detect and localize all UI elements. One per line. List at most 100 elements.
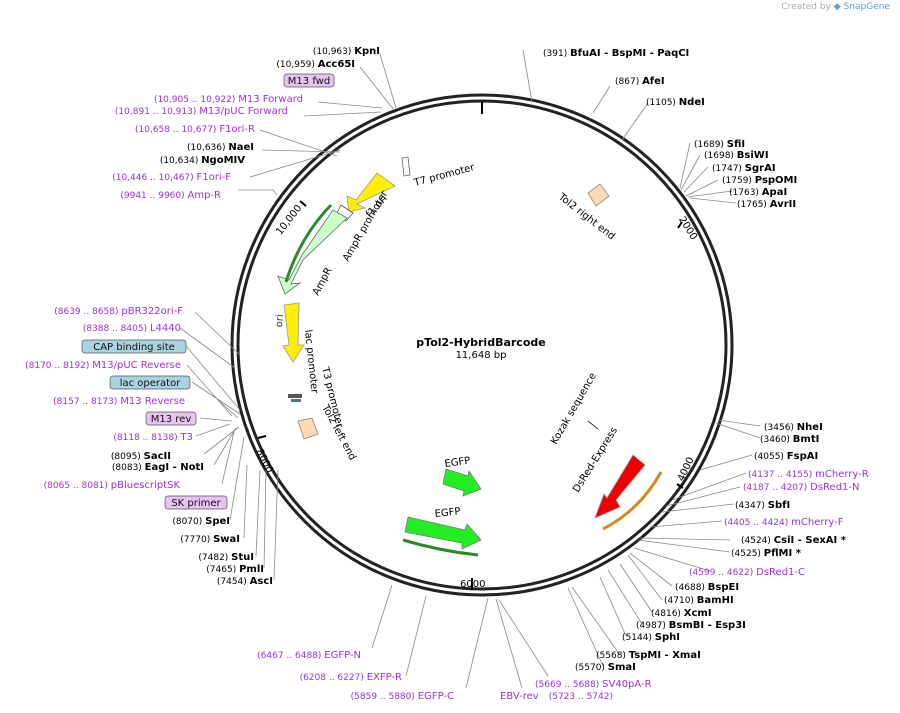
- map-label-m13-fwd[interactable]: M13 fwd: [283, 73, 335, 88]
- ori-arrow[interactable]: [282, 302, 305, 363]
- f1-ori-arrow[interactable]: [346, 172, 396, 213]
- ampr-arrow[interactable]: [277, 209, 348, 295]
- map-label-lac-operator[interactable]: lac operator: [109, 375, 191, 390]
- label-text: SK primer: [171, 498, 221, 509]
- map-label-swai[interactable]: (7770) SwaI: [180, 534, 240, 545]
- map-label-tspmi[interactable]: (5568) TspMI - XmaI: [596, 650, 701, 661]
- label-box: [164, 495, 228, 510]
- map-label-naei[interactable]: (10,636) NaeI: [187, 142, 254, 153]
- label-text: (3460) BmtI: [760, 434, 819, 445]
- map-label-pbluescriptsk[interactable]: (8065 .. 8081) pBluescriptSK: [44, 480, 181, 491]
- map-label-xcmi[interactable]: (4816) XcmI: [651, 608, 712, 619]
- egfp-arrow-2[interactable]: [404, 516, 482, 550]
- map-label-t3[interactable]: (8118 .. 8138) T3: [113, 432, 193, 443]
- label-text: (1747) SgrAI: [712, 163, 776, 174]
- map-label-pflmi[interactable]: (4525) PflMI *: [731, 548, 802, 559]
- map-label-nhei[interactable]: (3456) NheI: [764, 422, 823, 433]
- map-label-amp-r[interactable]: (9941 .. 9960) Amp-R: [120, 190, 221, 201]
- label-text: (7454) AscI: [217, 576, 273, 587]
- map-label-ngomiv[interactable]: (10,634) NgoMIV: [160, 155, 245, 166]
- map-label-pspomi[interactable]: (1759) PspOMI: [722, 175, 797, 186]
- map-label-cap-binding-site[interactable]: CAP binding site: [81, 339, 187, 354]
- label-text: (1689) SfiI: [694, 139, 745, 150]
- feature-ampr: AmpR: [311, 266, 335, 298]
- map-label-m13-puc-forward[interactable]: (10,891 .. 10,913) M13/pUC Forward: [115, 106, 288, 117]
- label-text: (8639 .. 8658) pBR322ori-F: [54, 306, 183, 317]
- map-label-sphi[interactable]: (5144) SphI: [622, 632, 680, 643]
- map-label-bspei[interactable]: (4688) BspEI: [675, 582, 739, 593]
- map-label-bsmbi[interactable]: (4987) BsmBI - Esp3I: [636, 620, 746, 631]
- map-label-eagi[interactable]: (8083) EagI - NotI: [112, 462, 204, 473]
- map-label-f1ori-r[interactable]: (10,658 .. 10,677) F1ori-R: [135, 124, 255, 135]
- label-text: (4688) BspEI: [675, 582, 739, 593]
- map-label-avrii[interactable]: (1765) AvrII: [737, 199, 796, 210]
- map-label-egfp-c[interactable]: (5859 .. 5880) EGFP-C: [351, 691, 454, 702]
- map-label-sgrai[interactable]: (1747) SgrAI: [712, 163, 776, 174]
- label-text: (1763) ApaI: [729, 187, 787, 198]
- map-label-egfp-n[interactable]: (6467 .. 6488) EGFP-N: [257, 650, 361, 661]
- map-label-fspai[interactable]: (4055) FspAI: [754, 451, 818, 462]
- map-label-mcherry-r[interactable]: (4137 .. 4155) mCherry-R: [748, 469, 869, 480]
- feature-lac-promoter: lac promoter: [302, 329, 320, 395]
- map-label-acc65i[interactable]: (10,959) Acc65I: [276, 59, 355, 70]
- label-text: (10,446 .. 10,467) F1ori-F: [112, 172, 231, 183]
- map-label-m13-reverse[interactable]: (8157 .. 8173) M13 Reverse: [53, 396, 185, 407]
- map-label-asci[interactable]: (7454) AscI: [217, 576, 273, 587]
- label-box: [109, 375, 191, 390]
- map-label-sbfi[interactable]: (4347) SbfI: [735, 500, 790, 511]
- label-text: (1765) AvrII: [737, 199, 796, 210]
- map-label-bsiwi[interactable]: (1698) BsiWI: [704, 150, 769, 161]
- map-label-bfuai[interactable]: (391) BfuAI - BspMI - PaqCI: [543, 48, 689, 59]
- map-label-f1ori-f[interactable]: (10,446 .. 10,467) F1ori-F: [112, 172, 231, 183]
- map-label-m13-rev[interactable]: M13 rev: [145, 411, 197, 426]
- map-label-m13-puc-reverse[interactable]: (8170 .. 8192) M13/pUC Reverse: [25, 360, 181, 371]
- map-label-afei[interactable]: (867) AfeI: [615, 76, 665, 87]
- map-label-bmti[interactable]: (3460) BmtI: [760, 434, 819, 445]
- label-text: (8388 .. 8405) L4440: [83, 323, 181, 334]
- map-label-pbr322ori-f[interactable]: (8639 .. 8658) pBR322ori-F: [54, 306, 183, 317]
- dsred-primer-bar: [602, 471, 663, 531]
- scale-tick-8000: 8000: [253, 447, 274, 475]
- map-label-ndei[interactable]: (1105) NdeI: [646, 97, 705, 108]
- map-label-l4440[interactable]: (8388 .. 8405) L4440: [83, 323, 181, 334]
- map-label-exfp-r[interactable]: (6208 .. 6227) EXFP-R: [300, 672, 402, 683]
- snapgene-credit: Created by ◆ SnapGene: [781, 2, 890, 12]
- map-label-sfii[interactable]: (1689) SfiI: [694, 139, 745, 150]
- feature-tol2-right-end: Tol2 right end: [555, 191, 616, 242]
- label-text: (5669 .. 5688) SV40pA-R: [535, 679, 652, 690]
- label-text: (6208 .. 6227) EXFP-R: [300, 672, 402, 683]
- label-column-right: (391) BfuAI - BspMI - PaqCI (867) AfeI (11…: [543, 48, 869, 673]
- label-text: (10,891 .. 10,913) M13/pUC Forward: [115, 106, 288, 117]
- tol2-right-end-box[interactable]: [587, 183, 610, 207]
- label-text: (8095) SacII: [111, 451, 171, 462]
- map-label-csii[interactable]: (4524) CsiI - SexAI *: [741, 535, 847, 546]
- label-text: EBV-rev: [500, 691, 539, 702]
- tol2-left-end-box[interactable]: [297, 417, 319, 440]
- label-text: (867) AfeI: [615, 76, 665, 87]
- label-text: (6467 .. 6488) EGFP-N: [257, 650, 361, 661]
- map-label-m13-forward[interactable]: (10,905 .. 10,922) M13 Forward: [154, 94, 303, 105]
- label-text: (10,905 .. 10,922) M13 Forward: [154, 94, 303, 105]
- t7-promoter-glyph: [401, 156, 411, 177]
- plasmid-length: 11,648 bp: [456, 350, 507, 361]
- map-label-spei[interactable]: (8070) SpeI: [172, 516, 230, 527]
- map-label-dsred1-n[interactable]: (4187 .. 4207) DsRed1-N: [743, 482, 860, 493]
- map-label-sv40pa-r[interactable]: (5669 .. 5688) SV40pA-R: [535, 679, 652, 690]
- dsred-express-arrow[interactable]: [594, 454, 646, 519]
- map-label-stui[interactable]: (7482) StuI: [198, 552, 254, 563]
- map-label-bamhi[interactable]: (4710) BamHI: [664, 595, 734, 606]
- label-text: (10,959) Acc65I: [276, 59, 355, 70]
- egfp-arrow-1[interactable]: [442, 468, 482, 497]
- map-label-ebv-rev[interactable]: EBV-rev: [500, 691, 539, 702]
- map-label-mcherry-f[interactable]: (4405 .. 4424) mCherry-F: [724, 517, 844, 528]
- map-label-kpni[interactable]: (10,963) KpnI: [313, 46, 380, 57]
- label-text: (8118 .. 8138) T3: [113, 432, 193, 443]
- map-label-pmli[interactable]: (7465) PmlI: [206, 564, 264, 575]
- map-label-dsred1-c[interactable]: (4599 .. 4622) DsRed1-C: [689, 567, 805, 578]
- map-label-sacii[interactable]: (8095) SacII: [111, 451, 171, 462]
- map-label-apai[interactable]: (1763) ApaI: [729, 187, 787, 198]
- label-text: (1698) BsiWI: [704, 150, 769, 161]
- label-text: M13 rev: [151, 414, 192, 425]
- map-label-sk-primer[interactable]: SK primer: [164, 495, 228, 510]
- map-label-smai[interactable]: (5570) SmaI: [575, 662, 636, 673]
